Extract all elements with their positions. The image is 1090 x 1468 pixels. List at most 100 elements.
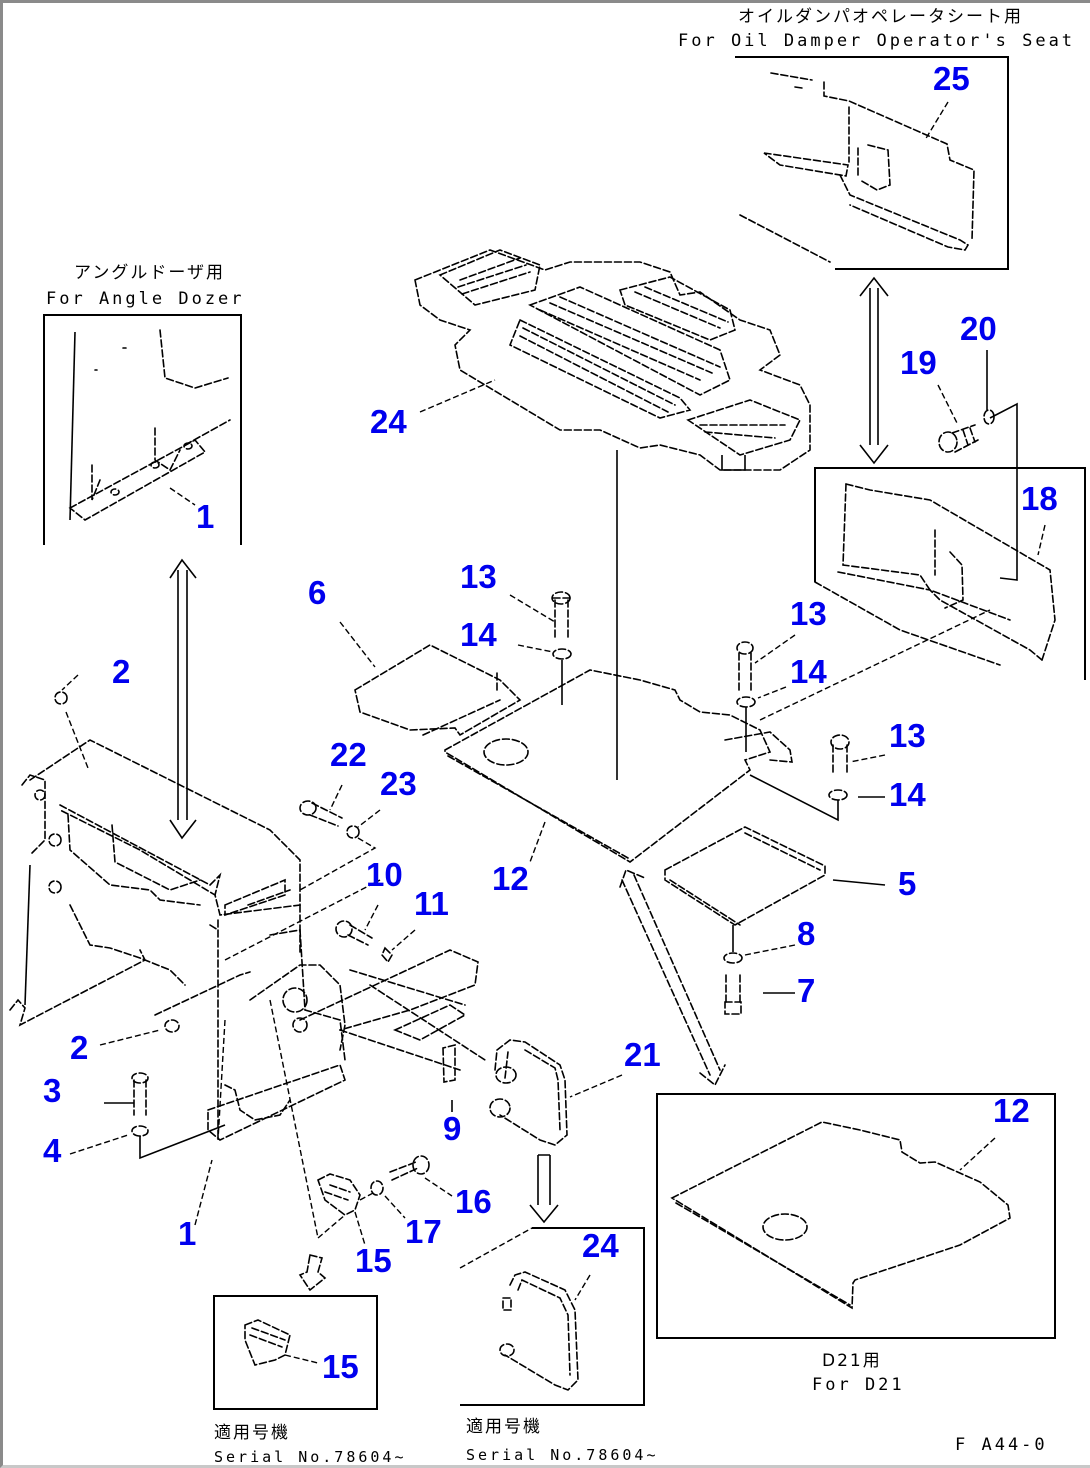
- callout-1: 1: [196, 498, 214, 535]
- callout-13: 13: [790, 595, 827, 632]
- callout-4: 4: [43, 1132, 62, 1169]
- washer-11: [381, 946, 393, 964]
- inset-border: [213, 1295, 378, 1410]
- washer-14-c: [828, 789, 848, 801]
- main-frame-assembly: [9, 739, 486, 1141]
- leader-line: [419, 379, 496, 413]
- leader-line: [169, 487, 196, 506]
- callout-9: 9: [443, 1110, 461, 1147]
- callout-17: 17: [405, 1213, 442, 1250]
- floor-mat-24: [414, 249, 811, 471]
- leader-line: [391, 929, 416, 951]
- leader-line: [357, 809, 381, 828]
- leader-line: [959, 1137, 996, 1171]
- plate-5: [664, 826, 826, 926]
- inset-caption-jp: 適用号機: [214, 1423, 290, 1443]
- callout-15: 15: [355, 1242, 392, 1279]
- inset-caption-jp: アングルドーザ用: [74, 263, 225, 283]
- leader-line: [339, 621, 376, 668]
- inset-border: [656, 1093, 1056, 1339]
- inset-caption-en: For D21: [812, 1375, 905, 1395]
- callout-18: 18: [1021, 480, 1058, 517]
- leader-line: [754, 634, 796, 664]
- bolt-7: [724, 974, 742, 1015]
- inset-border: [43, 314, 242, 545]
- bracket-18: [814, 483, 1056, 666]
- callout-5: 5: [898, 865, 916, 902]
- callout-10: 10: [366, 856, 403, 893]
- step-15: [317, 1173, 361, 1216]
- bolt-10: [335, 920, 373, 946]
- arrow-to-d21: [619, 868, 726, 1087]
- assembly-line: [749, 774, 839, 822]
- floor-plate-12: [444, 669, 793, 863]
- leader-line: [459, 1227, 533, 1269]
- callout-22: 22: [330, 736, 367, 773]
- leader-line: [99, 1029, 161, 1046]
- callout-6: 6: [308, 574, 326, 611]
- seat-bracket-25: [739, 72, 975, 263]
- inset-border: [814, 467, 1086, 680]
- assembly-line: [299, 837, 377, 891]
- inset-caption-en: Serial No.78604~: [466, 1446, 659, 1464]
- bolt-3: [131, 1072, 149, 1116]
- inset-d21: D21用 For D21: [656, 1093, 1056, 1395]
- inset-serial-step: 適用号機 Serial No.78604~: [213, 1295, 407, 1466]
- handrail-21: [489, 1039, 568, 1146]
- inset-caption-jp: D21用: [822, 1351, 882, 1371]
- callout-24: 24: [370, 403, 407, 440]
- washer-14-a: [552, 648, 572, 660]
- callout-25: 25: [933, 60, 970, 97]
- plug-2-bottom: [164, 1019, 180, 1033]
- leader-line: [61, 674, 79, 691]
- leader-line: [849, 754, 886, 763]
- figure-code: F A44-0: [955, 1435, 1048, 1455]
- inset-serial-handrail: 適用号機 Serial No.78604~: [459, 1227, 659, 1464]
- callout-24: 24: [582, 1227, 619, 1264]
- washer-14-b: [736, 696, 756, 708]
- washer-20: [983, 409, 995, 425]
- double-arrow-right: [859, 276, 889, 465]
- bolt-13-a: [551, 591, 571, 641]
- assembly-line: [139, 1124, 226, 1160]
- callout-14: 14: [790, 653, 827, 690]
- callout-2: 2: [70, 1029, 88, 1066]
- callout-12: 12: [993, 1092, 1030, 1129]
- callout-2: 2: [112, 653, 130, 690]
- callout-3: 3: [43, 1072, 61, 1109]
- callout-14: 14: [460, 616, 497, 653]
- leader-line: [359, 1191, 376, 1201]
- bolt-13-c: [830, 734, 850, 776]
- inset-caption-en: Serial No.78604~: [214, 1448, 407, 1466]
- assembly-line: [217, 999, 319, 1239]
- leader-line: [329, 784, 343, 811]
- callout-13: 13: [889, 717, 926, 754]
- callout-12: 12: [492, 860, 529, 897]
- callout-7: 7: [797, 972, 815, 1009]
- inset-caption-jp: オイルダンパオペレータシート用: [738, 7, 1023, 27]
- inset-bracket-18: [814, 350, 1086, 680]
- callout-20: 20: [960, 310, 997, 347]
- arrow-to-handrail-inset: [529, 1154, 559, 1224]
- leader-line: [517, 644, 554, 653]
- callout-14: 14: [889, 776, 926, 813]
- inset-angle-dozer: アングルドーザ用 For Angle Dozer: [43, 263, 242, 545]
- leader-line: [384, 1195, 406, 1219]
- assembly-line: [317, 1214, 346, 1239]
- callout-1: 1: [178, 1215, 196, 1252]
- pin-9: [442, 1043, 456, 1083]
- bolt-22: [299, 800, 343, 827]
- washer-4: [131, 1125, 149, 1137]
- callout-15: 15: [322, 1348, 359, 1385]
- plate-6: [354, 644, 522, 737]
- inset-border: [735, 56, 1009, 270]
- leader-line: [509, 594, 556, 623]
- leader-line: [937, 384, 959, 426]
- inset-border: [460, 1227, 645, 1406]
- leader-line: [65, 711, 89, 769]
- callout-13: 13: [460, 558, 497, 595]
- assembly-line: [759, 609, 991, 721]
- callout-21: 21: [624, 1036, 661, 1073]
